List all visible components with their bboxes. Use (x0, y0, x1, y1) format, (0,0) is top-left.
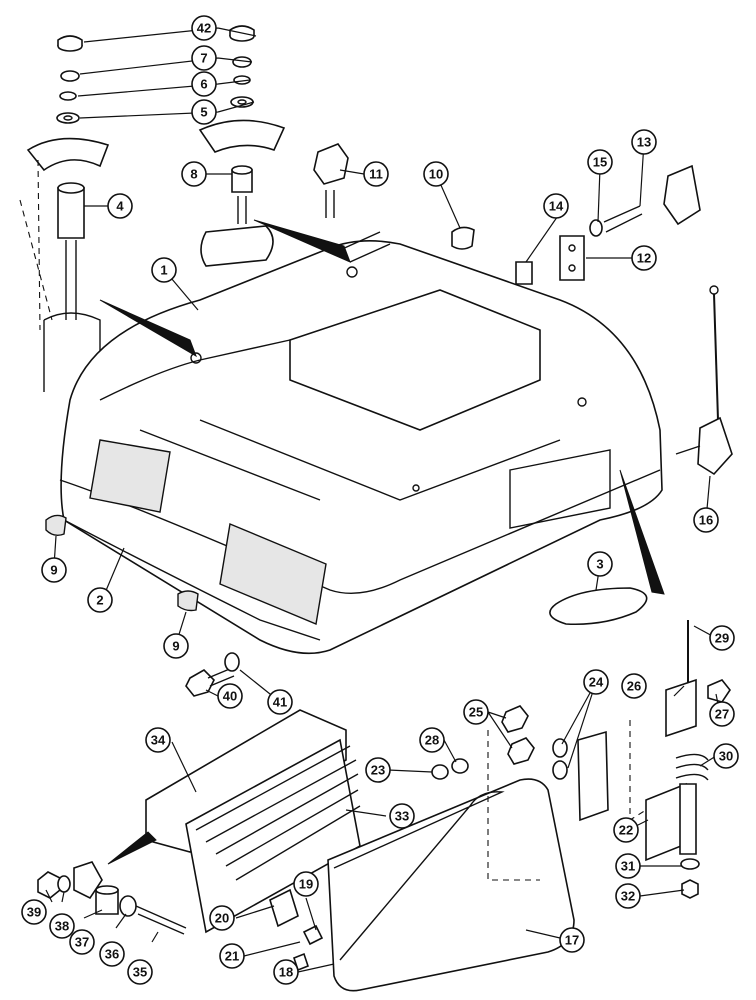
callout-24: 24 (583, 669, 609, 695)
callout-33: 33 (389, 803, 415, 829)
callout-36: 36 (99, 941, 125, 967)
callout-21: 21 (219, 943, 245, 969)
callout-26: 26 (621, 673, 647, 699)
callout-5: 5 (191, 99, 217, 125)
callout-9a: 9 (41, 557, 67, 583)
callout-28: 28 (419, 727, 445, 753)
callout-9b: 9 (163, 633, 189, 659)
svg-text:13: 13 (637, 135, 651, 150)
callout-23: 23 (365, 757, 391, 783)
svg-text:16: 16 (699, 513, 713, 528)
svg-text:34: 34 (151, 733, 166, 748)
callout-40: 40 (217, 683, 243, 709)
svg-text:11: 11 (369, 167, 383, 182)
callout-31: 31 (615, 853, 641, 879)
svg-text:14: 14 (549, 199, 564, 214)
svg-text:24: 24 (589, 675, 604, 690)
callout-10: 10 (423, 161, 449, 187)
svg-text:12: 12 (637, 251, 651, 266)
callout-3: 3 (587, 551, 613, 577)
callout-19: 19 (293, 871, 319, 897)
callout-4: 4 (107, 193, 133, 219)
svg-text:5: 5 (200, 105, 207, 120)
svg-text:25: 25 (469, 705, 483, 720)
callout-13: 13 (631, 129, 657, 155)
bolt-hardware (313, 143, 701, 285)
callout-39: 39 (21, 899, 47, 925)
svg-text:18: 18 (279, 965, 293, 980)
callout-41: 41 (267, 689, 293, 715)
svg-text:23: 23 (371, 763, 385, 778)
roof-assembly (45, 219, 665, 655)
callout-7: 7 (191, 45, 217, 71)
hinge-hardware (431, 705, 609, 822)
svg-text:33: 33 (395, 809, 409, 824)
svg-text:17: 17 (565, 933, 579, 948)
callout-22: 22 (613, 817, 639, 843)
svg-text:27: 27 (715, 707, 729, 722)
svg-text:20: 20 (215, 911, 229, 926)
callout-18: 18 (273, 959, 299, 985)
svg-text:19: 19 (299, 877, 313, 892)
svg-text:40: 40 (223, 689, 237, 704)
callout-29: 29 (709, 625, 735, 651)
svg-text:4: 4 (116, 199, 124, 214)
svg-text:15: 15 (593, 155, 607, 170)
svg-text:29: 29 (715, 631, 729, 646)
callout-11: 11 (363, 161, 389, 187)
filter-assembly (107, 709, 361, 934)
svg-text:2: 2 (96, 593, 103, 608)
svg-text:31: 31 (621, 859, 635, 874)
svg-text:42: 42 (197, 21, 211, 36)
left-hardware-stack (19, 35, 110, 392)
svg-text:6: 6 (200, 77, 207, 92)
svg-text:39: 39 (27, 905, 41, 920)
callout-15: 15 (587, 149, 613, 175)
callout-35: 35 (127, 959, 153, 985)
callout-30: 30 (713, 743, 739, 769)
svg-text:30: 30 (719, 749, 733, 764)
callout-25: 25 (463, 699, 489, 725)
callout-12: 12 (631, 245, 657, 271)
gasket (549, 587, 648, 626)
callout-34: 34 (145, 727, 171, 753)
right-hardware-stack (198, 25, 286, 267)
callout-20: 20 (209, 905, 235, 931)
svg-text:35: 35 (133, 965, 147, 980)
svg-text:1: 1 (160, 263, 167, 278)
callout-17: 17 (559, 927, 585, 953)
svg-text:9: 9 (172, 639, 179, 654)
callout-32: 32 (615, 883, 641, 909)
callout-37: 37 (69, 929, 95, 955)
svg-text:36: 36 (105, 947, 119, 962)
svg-text:7: 7 (200, 51, 207, 66)
small-fastener-parts (37, 861, 187, 935)
callout-2: 2 (87, 587, 113, 613)
svg-text:41: 41 (273, 695, 287, 710)
svg-text:26: 26 (627, 679, 641, 694)
callout-16: 16 (693, 507, 719, 533)
callout-38: 38 (49, 913, 75, 939)
antenna (675, 285, 733, 476)
callout-42: 42 (191, 15, 217, 41)
svg-text:38: 38 (55, 919, 69, 934)
svg-text:10: 10 (429, 167, 443, 182)
callout-8: 8 (181, 161, 207, 187)
callout-14: 14 (543, 193, 569, 219)
callout-6: 6 (191, 71, 217, 97)
svg-text:22: 22 (619, 823, 633, 838)
svg-text:37: 37 (75, 935, 89, 950)
bolt-washer (185, 652, 240, 697)
callout-1: 1 (151, 257, 177, 283)
callout-27: 27 (709, 701, 735, 727)
svg-text:28: 28 (425, 733, 439, 748)
svg-text:21: 21 (225, 949, 239, 964)
svg-text:3: 3 (596, 557, 603, 572)
svg-text:9: 9 (50, 563, 57, 578)
svg-text:32: 32 (621, 889, 635, 904)
svg-text:8: 8 (190, 167, 197, 182)
